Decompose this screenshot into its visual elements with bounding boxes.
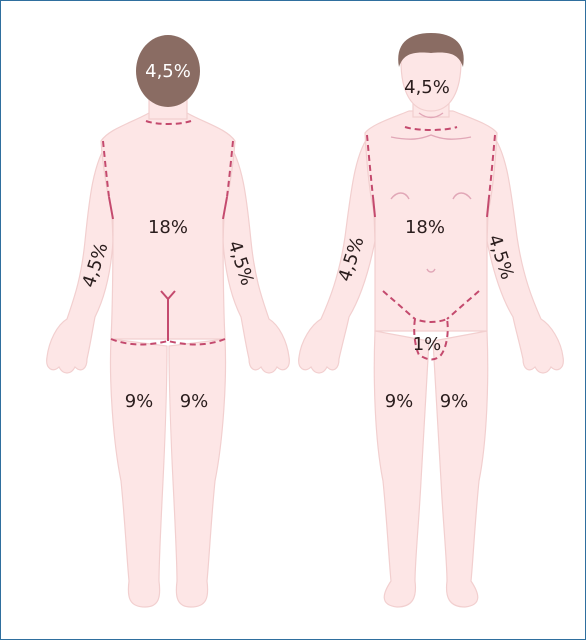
front-right-leg bbox=[433, 331, 488, 607]
back-head-label: 4,5% bbox=[145, 61, 191, 82]
front-right-leg-label: 9% bbox=[440, 391, 469, 412]
front-trunk-label: 18% bbox=[405, 217, 445, 238]
front-view-figure bbox=[299, 33, 564, 607]
front-left-leg-label: 9% bbox=[385, 391, 414, 412]
front-left-leg bbox=[374, 331, 429, 607]
back-right-leg bbox=[169, 339, 226, 607]
back-left-leg bbox=[110, 339, 167, 607]
back-trunk-label: 18% bbox=[148, 217, 188, 238]
front-genital-label: 1% bbox=[413, 334, 442, 355]
back-view-figure bbox=[47, 35, 290, 607]
back-left-leg-label: 9% bbox=[125, 391, 154, 412]
front-head-label: 4,5% bbox=[404, 77, 450, 98]
back-right-leg-label: 9% bbox=[180, 391, 209, 412]
